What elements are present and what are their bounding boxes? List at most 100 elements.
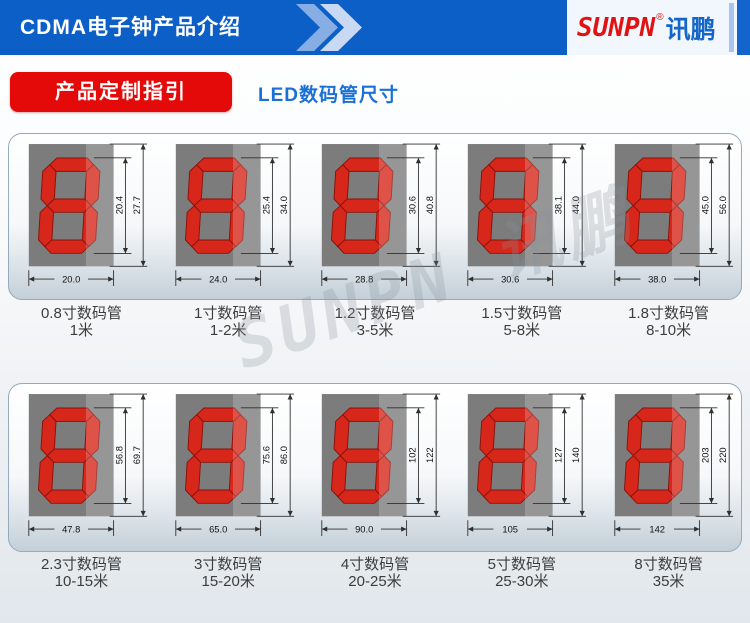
dimension-arrow [708,248,714,254]
dim-width: 65.0 [209,525,227,535]
dimension-arrow [140,394,146,400]
dimension-arrow [175,276,181,282]
dim-total-height: 27.7 [132,196,142,214]
dimension-arrow [321,526,328,532]
housing-highlight [379,144,407,267]
dim-character-height: 127 [554,447,564,463]
dim-total-height: 122 [425,447,435,463]
product-guide-button[interactable]: 产品定制指引 [10,72,232,112]
dimension-arrow [401,276,407,282]
dimension-arrow [433,260,439,267]
dimension-arrow [547,276,554,282]
housing-highlight [232,394,261,517]
dimension-arrow [693,276,700,282]
dimension-arrow [726,510,732,517]
housing-highlight [671,144,700,267]
viewing-distance-label: 5-8米 [503,322,541,339]
dimension-arrow [562,498,568,504]
housing-highlight [671,394,700,517]
dim-width: 105 [503,525,519,535]
tube-size-label: 3寸数码管 [194,556,263,573]
viewing-distance-label: 35米 [652,573,685,590]
dimension-arrow [580,510,586,517]
dimension-arrow [708,498,714,504]
dim-total-height: 56.0 [718,196,728,214]
tube-size-label: 2.3寸数码管 [40,556,122,573]
dimension-arrow [580,394,586,400]
dim-total-height: 44.0 [572,196,582,214]
housing-highlight [232,144,261,267]
tube-size-label: 0.8寸数码管 [40,305,122,322]
dimension-arrow [29,276,35,282]
header-bar: CDMA电子钟产品介绍 [0,0,567,55]
viewing-distance-label: 25-30米 [495,573,549,590]
tube-size-label: 1.8寸数码管 [628,305,710,322]
dimension-arrow [708,407,714,414]
dim-total-height: 69.7 [132,446,142,464]
logo-sunpn-text: SUNPN [577,12,656,43]
dimension-arrow [726,144,732,150]
dim-character-height: 102 [407,447,417,463]
dim-character-height: 75.6 [261,446,271,464]
dimension-arrow [433,394,439,400]
dimension-arrow [547,526,554,532]
dim-width: 142 [649,525,665,535]
dim-width: 30.6 [502,275,520,285]
logo-chinese-text: 讯鹏 [665,15,716,44]
dim-character-height: 30.6 [407,196,417,214]
dimension-arrow [433,510,439,517]
dimension-arrow [140,510,146,517]
dimension-arrow [433,144,439,150]
dimension-arrow [580,260,586,267]
dimension-arrow [726,394,732,400]
dim-total-height: 86.0 [279,446,289,464]
dim-width: 47.8 [62,525,80,535]
dimension-arrow [140,144,146,150]
dim-character-height: 25.4 [261,196,271,214]
dimension-arrow [415,407,422,414]
dimension-arrow [708,157,714,164]
dimension-arrow [415,157,422,164]
dimension-arrow [415,248,422,254]
dimension-arrow [562,248,568,254]
dimension-arrow [614,276,621,282]
housing-highlight [525,144,554,267]
dimension-arrow [726,260,732,267]
housing-highlight [86,144,114,267]
tube-size-label: 4寸数码管 [340,556,410,573]
viewing-distance-label: 20-25米 [348,573,402,590]
dim-width: 20.0 [62,275,80,285]
section-title: LED数码管尺寸 [258,85,400,106]
dimension-arrow [287,510,293,517]
dimension-arrow [123,498,129,504]
tube-size-label: 8寸数码管 [634,556,703,573]
chevron-right-icon [296,4,362,51]
dim-total-height: 220 [718,447,728,463]
page-title: CDMA电子钟产品介绍 [20,16,241,39]
tube-size-label: 1.2寸数码管 [334,305,416,322]
